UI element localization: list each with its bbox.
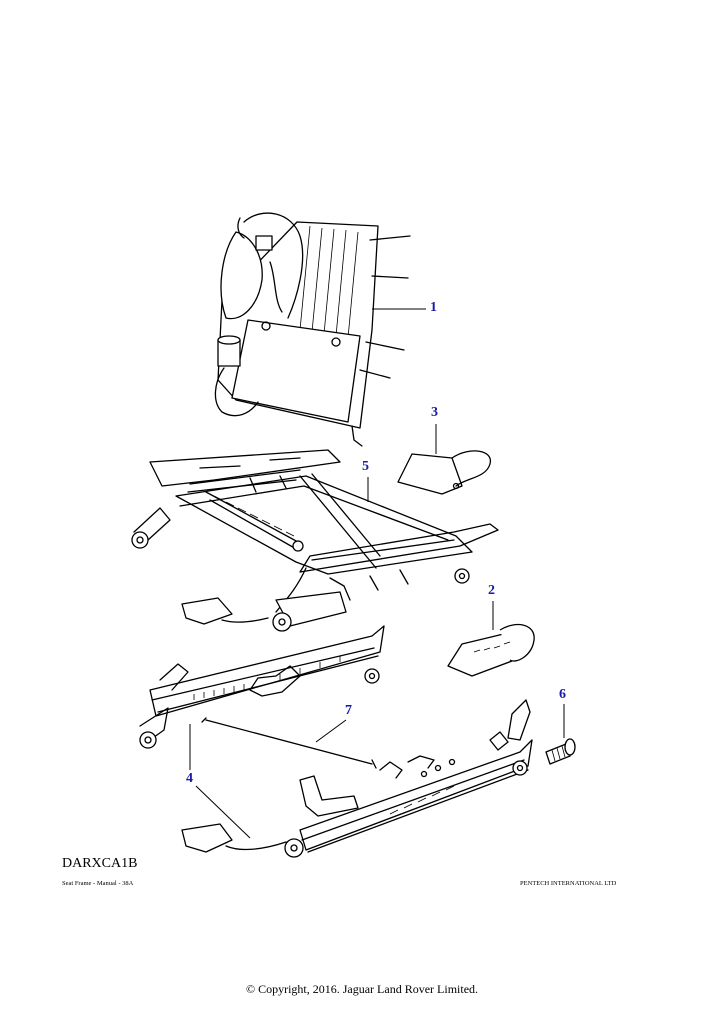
- connecting-rod-part7: [201, 717, 377, 769]
- copyright-notice: © Copyright, 2016. Jaguar Land Rover Lim…: [245, 982, 479, 996]
- callout-7: 7: [345, 703, 352, 718]
- callout-6: 6: [559, 687, 566, 702]
- callout-1: 1: [430, 300, 437, 315]
- diagram-code: DARXCA1B: [62, 856, 138, 871]
- callout-3: 3: [431, 405, 438, 420]
- callout-5: 5: [362, 459, 369, 474]
- callout-4: 4: [186, 771, 193, 786]
- producer-credit: PENTECH INTERNATIONAL LTD: [520, 880, 617, 887]
- lumbar-pad-part3: [397, 450, 491, 495]
- right-slide-rail: [181, 699, 533, 858]
- leader-lines: [189, 308, 565, 839]
- diagram-caption: Seat Frame - Manual - 38A: [62, 880, 134, 887]
- callout-2: 2: [488, 583, 495, 598]
- bolt-part6: [545, 738, 576, 765]
- left-slide-rail: [139, 625, 385, 749]
- lumbar-component-part2: [447, 623, 535, 677]
- seat-cushion-frame: [131, 449, 499, 632]
- seat-back-panel: [214, 212, 411, 447]
